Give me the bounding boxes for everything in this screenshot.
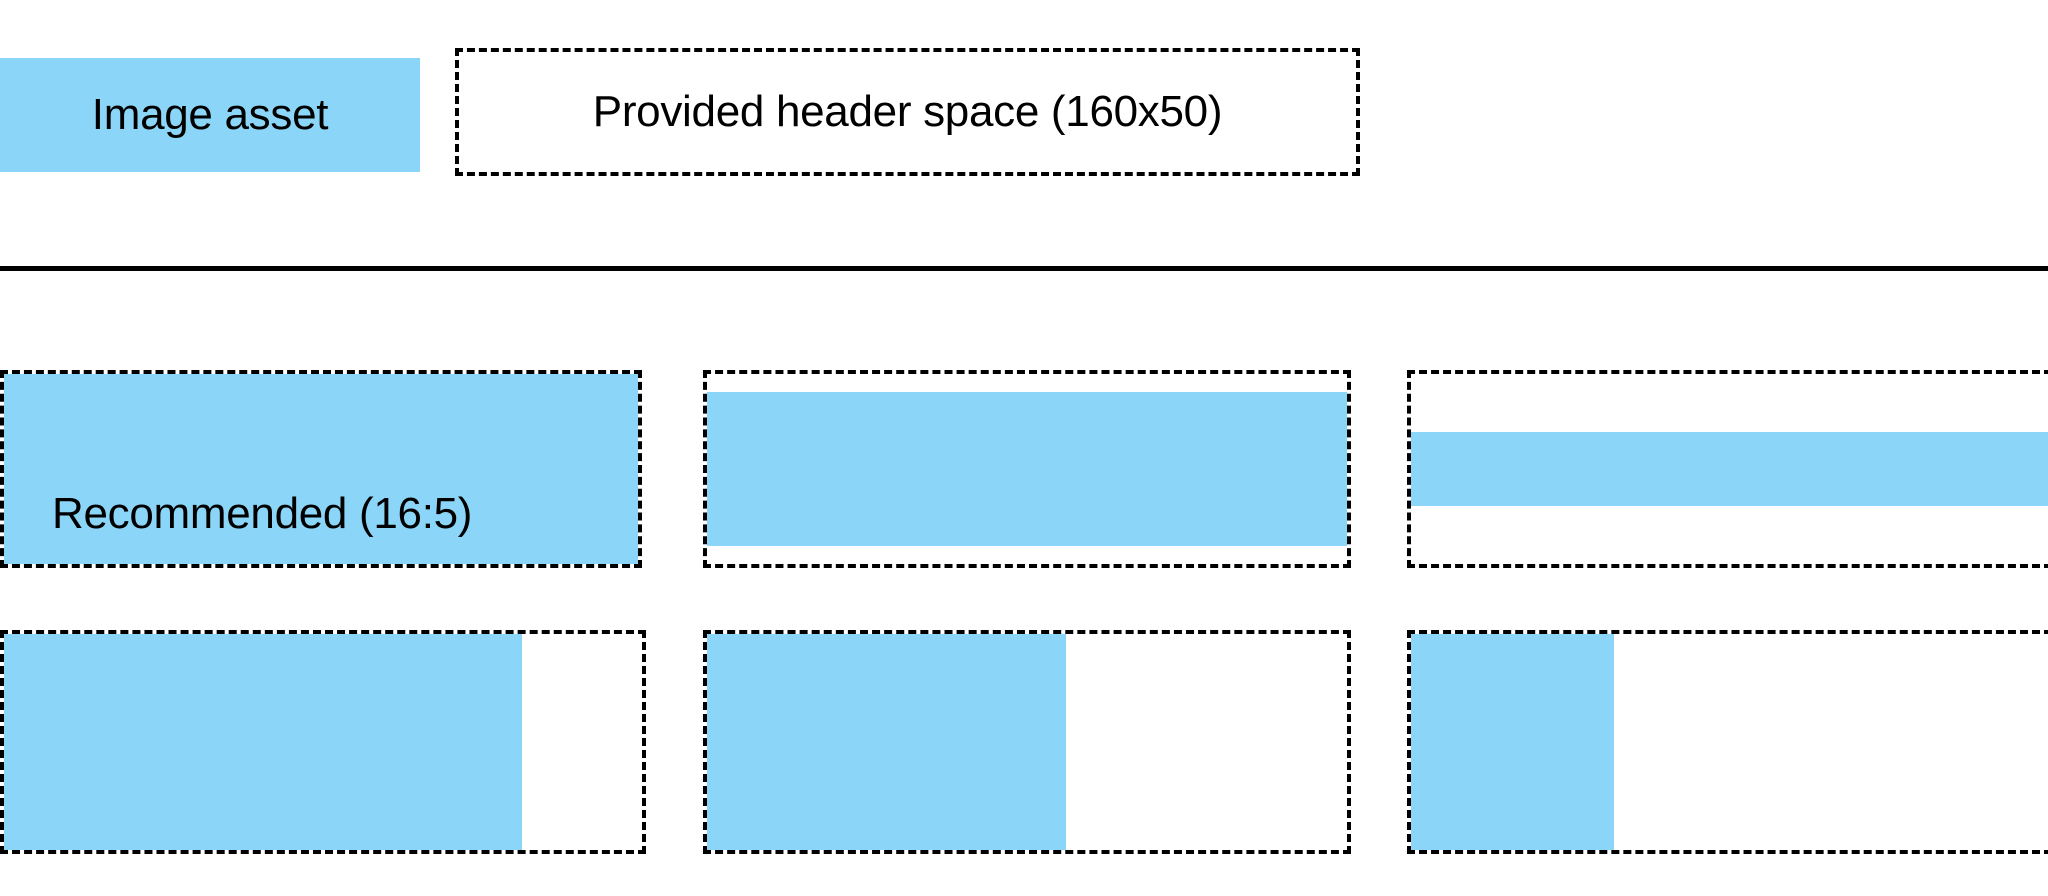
legend-provided-header-space-box: Provided header space (160x50) [455, 48, 1360, 176]
sample-box-row2-col1 [0, 630, 646, 854]
asset-fill [707, 392, 1347, 546]
section-divider [0, 266, 2048, 271]
sample-box-row2-col3 [1407, 630, 2048, 854]
sample-box-row1-col1: Recommended (16:5) [0, 370, 642, 568]
asset-fill [4, 374, 638, 564]
legend-image-asset-label: Image asset [91, 90, 329, 139]
asset-fill [1411, 634, 1614, 850]
sample-box-row1-col3 [1407, 370, 2048, 568]
asset-fill [707, 634, 1066, 850]
asset-fill [1411, 432, 2048, 506]
sample-box-row1-col2 [703, 370, 1351, 568]
legend-provided-header-space-label: Provided header space (160x50) [592, 87, 1223, 136]
legend-image-asset-swatch: Image asset [0, 58, 420, 172]
sample-label-recommended: Recommended (16:5) [52, 489, 473, 538]
asset-fill [4, 634, 522, 850]
sample-box-row2-col2 [703, 630, 1351, 854]
